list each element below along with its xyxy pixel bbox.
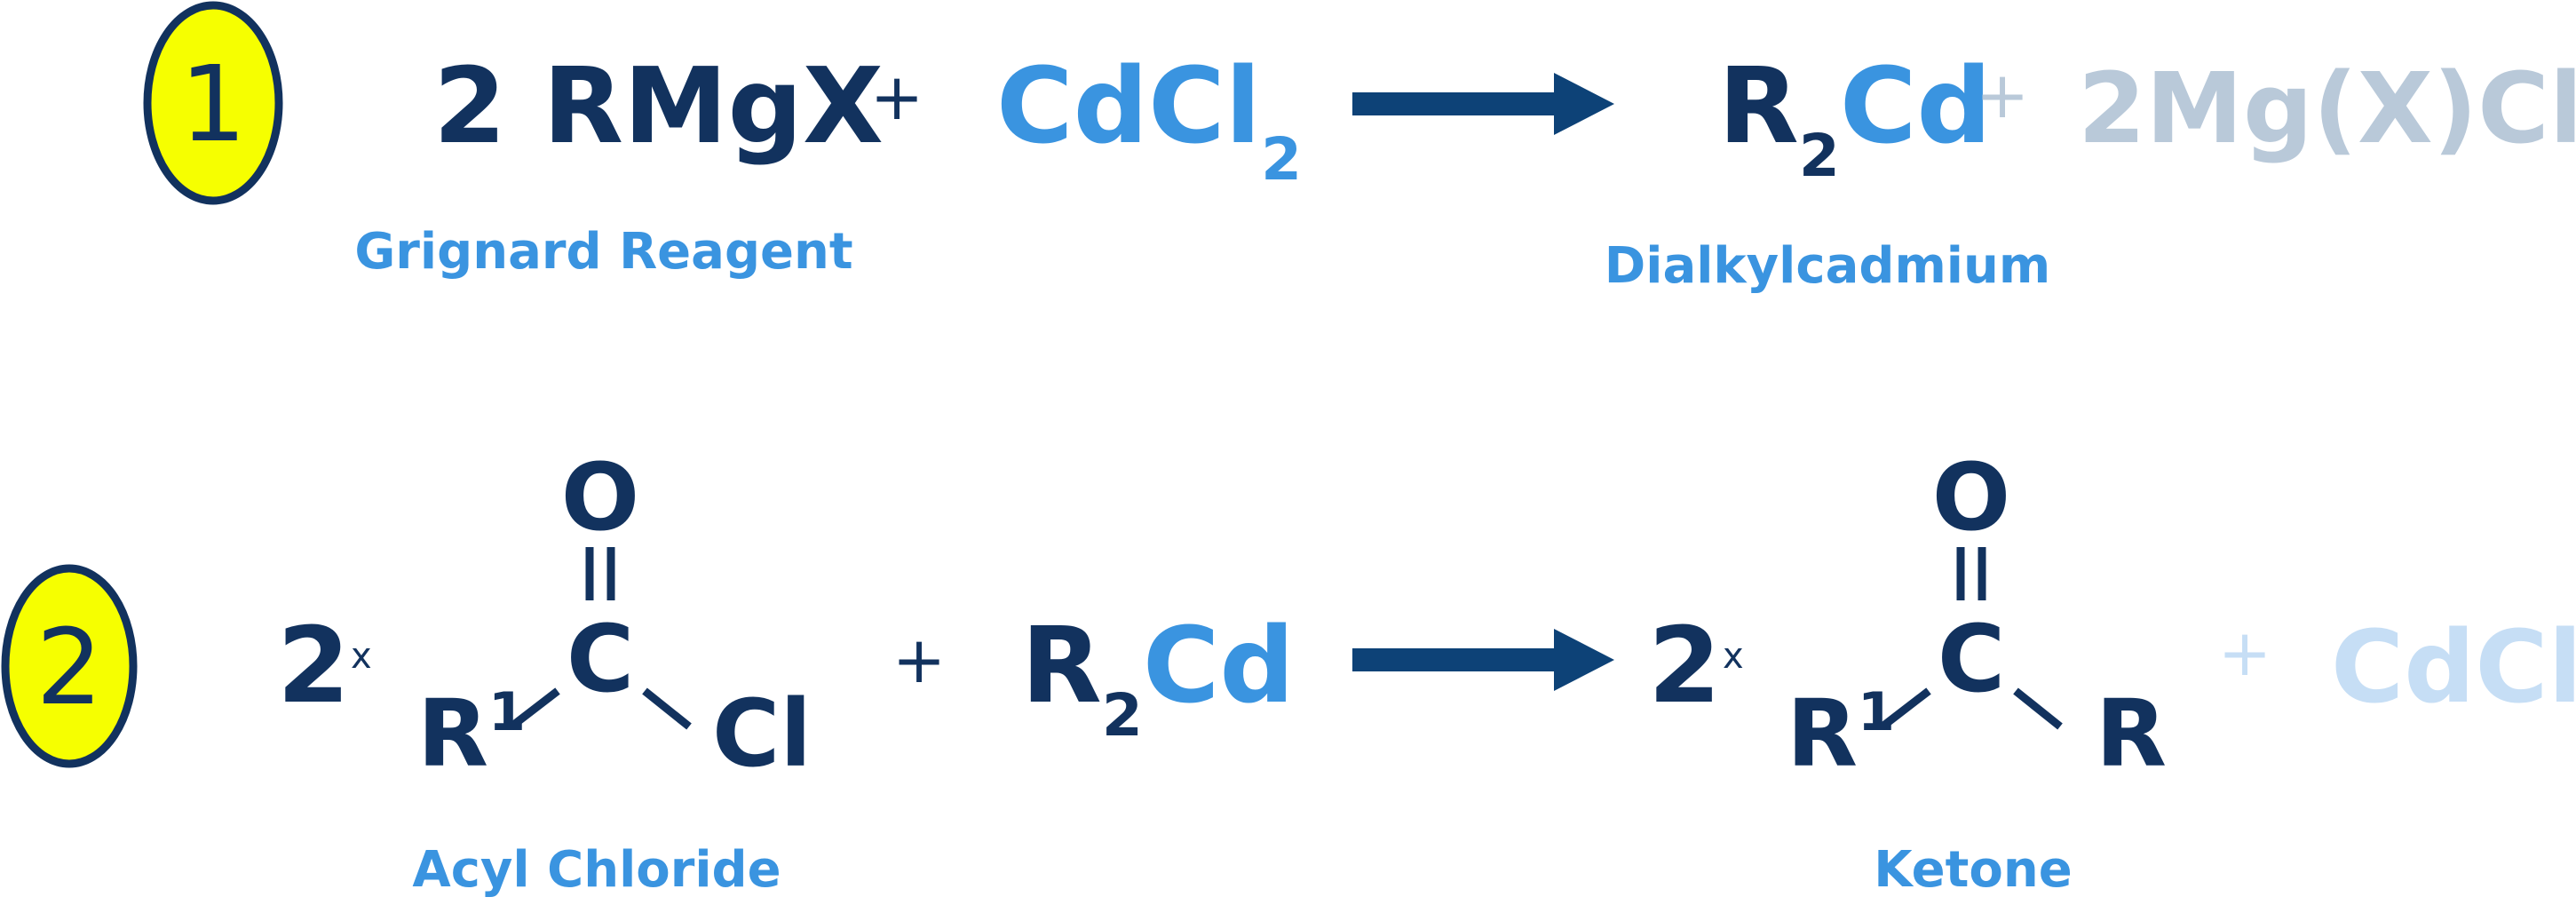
acyl-bond-right [642, 687, 692, 730]
acyl-oxygen: O [561, 443, 639, 552]
ketone-double-bond [1956, 547, 1986, 600]
ketone-bond-left [1880, 687, 1931, 730]
ketone-r1-group: R1 [1787, 679, 1895, 788]
ketone-oxygen: O [1932, 443, 2010, 552]
step-2-badge [1, 564, 138, 768]
cdcl2-main: CdCl [2331, 610, 2576, 726]
cdcl-main: CdCl [996, 44, 1261, 167]
ketone-r1: R [1787, 679, 1858, 788]
grignard-coefficient: 2 [433, 44, 506, 167]
dialkyl-r-subscript: 2 [1799, 122, 1840, 190]
dialkylcadmium-reagent: R2Cd [1021, 604, 1295, 750]
step-2-plus-a: + [892, 623, 946, 697]
step-1-plus-b: + [1976, 58, 2029, 132]
acyl-chloride-label: Acyl Chloride [412, 841, 781, 899]
reagent-r: R [1021, 604, 1102, 726]
magnesium-byproduct: 2Mg(X)Cl [2078, 52, 2576, 165]
step-2-badge-number: 2 [36, 606, 102, 728]
dialkylcadmium-formula: R2Cd [1718, 44, 1992, 190]
ketone-bond-right [2013, 687, 2063, 730]
acyl-r: R [417, 679, 488, 788]
grignard-rmgx: RMgX [543, 44, 884, 167]
cdcl-subscript: 2 [1261, 125, 1302, 194]
step-1-badge-number: 1 [179, 43, 246, 165]
acyl-carbon: C [567, 605, 634, 713]
dialkylcadmium-label: Dialkylcadmium [1605, 237, 2050, 295]
acyl-bond-left [509, 687, 560, 730]
acyl-r1-group: R1 [417, 679, 526, 788]
acyl-double-bond [585, 547, 615, 600]
ketone-r-group: R [2096, 679, 2167, 788]
dialkyl-cd: Cd [1840, 44, 1992, 167]
ketone-r1-superscript: 1 [1858, 681, 1895, 743]
reagent-cd: Cd [1143, 604, 1295, 726]
grignard-reagent-label: Grignard Reagent [354, 223, 852, 281]
acyl-chloride-structure: O C R1 Cl [417, 443, 812, 788]
ketone-label: Ketone [1874, 841, 2072, 899]
step-1-badge [143, 1, 283, 205]
reagent-r-subscript: 2 [1102, 681, 1143, 750]
step-1: 1 2 RMgX + CdCl2 R2Cd + 2Mg(X)Cl Grignar… [143, 1, 2576, 295]
ketone-carbon: C [1938, 605, 2005, 713]
grignard-formula: 2 RMgX [433, 44, 884, 167]
acyl-coefficient: 2 [277, 604, 350, 726]
dialkyl-r: R [1718, 44, 1799, 167]
step-2-reaction-arrow [1352, 629, 1614, 691]
cadmium-chloride-2: CdCl2 [2331, 610, 2576, 748]
acyl-times: x [351, 636, 372, 677]
ketone-times: x [1723, 636, 1744, 677]
cadmium-chloride-1: CdCl2 [996, 44, 1302, 194]
acyl-chlorine: Cl [712, 679, 812, 788]
step-2-plus-b: + [2218, 615, 2271, 690]
ketone-structure: O C R1 R [1787, 443, 2167, 788]
step-1-reaction-arrow [1352, 73, 1614, 135]
step-1-plus-a: + [870, 60, 923, 134]
acyl-r-superscript: 1 [488, 681, 526, 743]
ketone-coefficient: 2 [1648, 604, 1721, 726]
step-2: 2 2 x O C R1 Cl + R2Cd 2 x [1, 443, 2576, 899]
